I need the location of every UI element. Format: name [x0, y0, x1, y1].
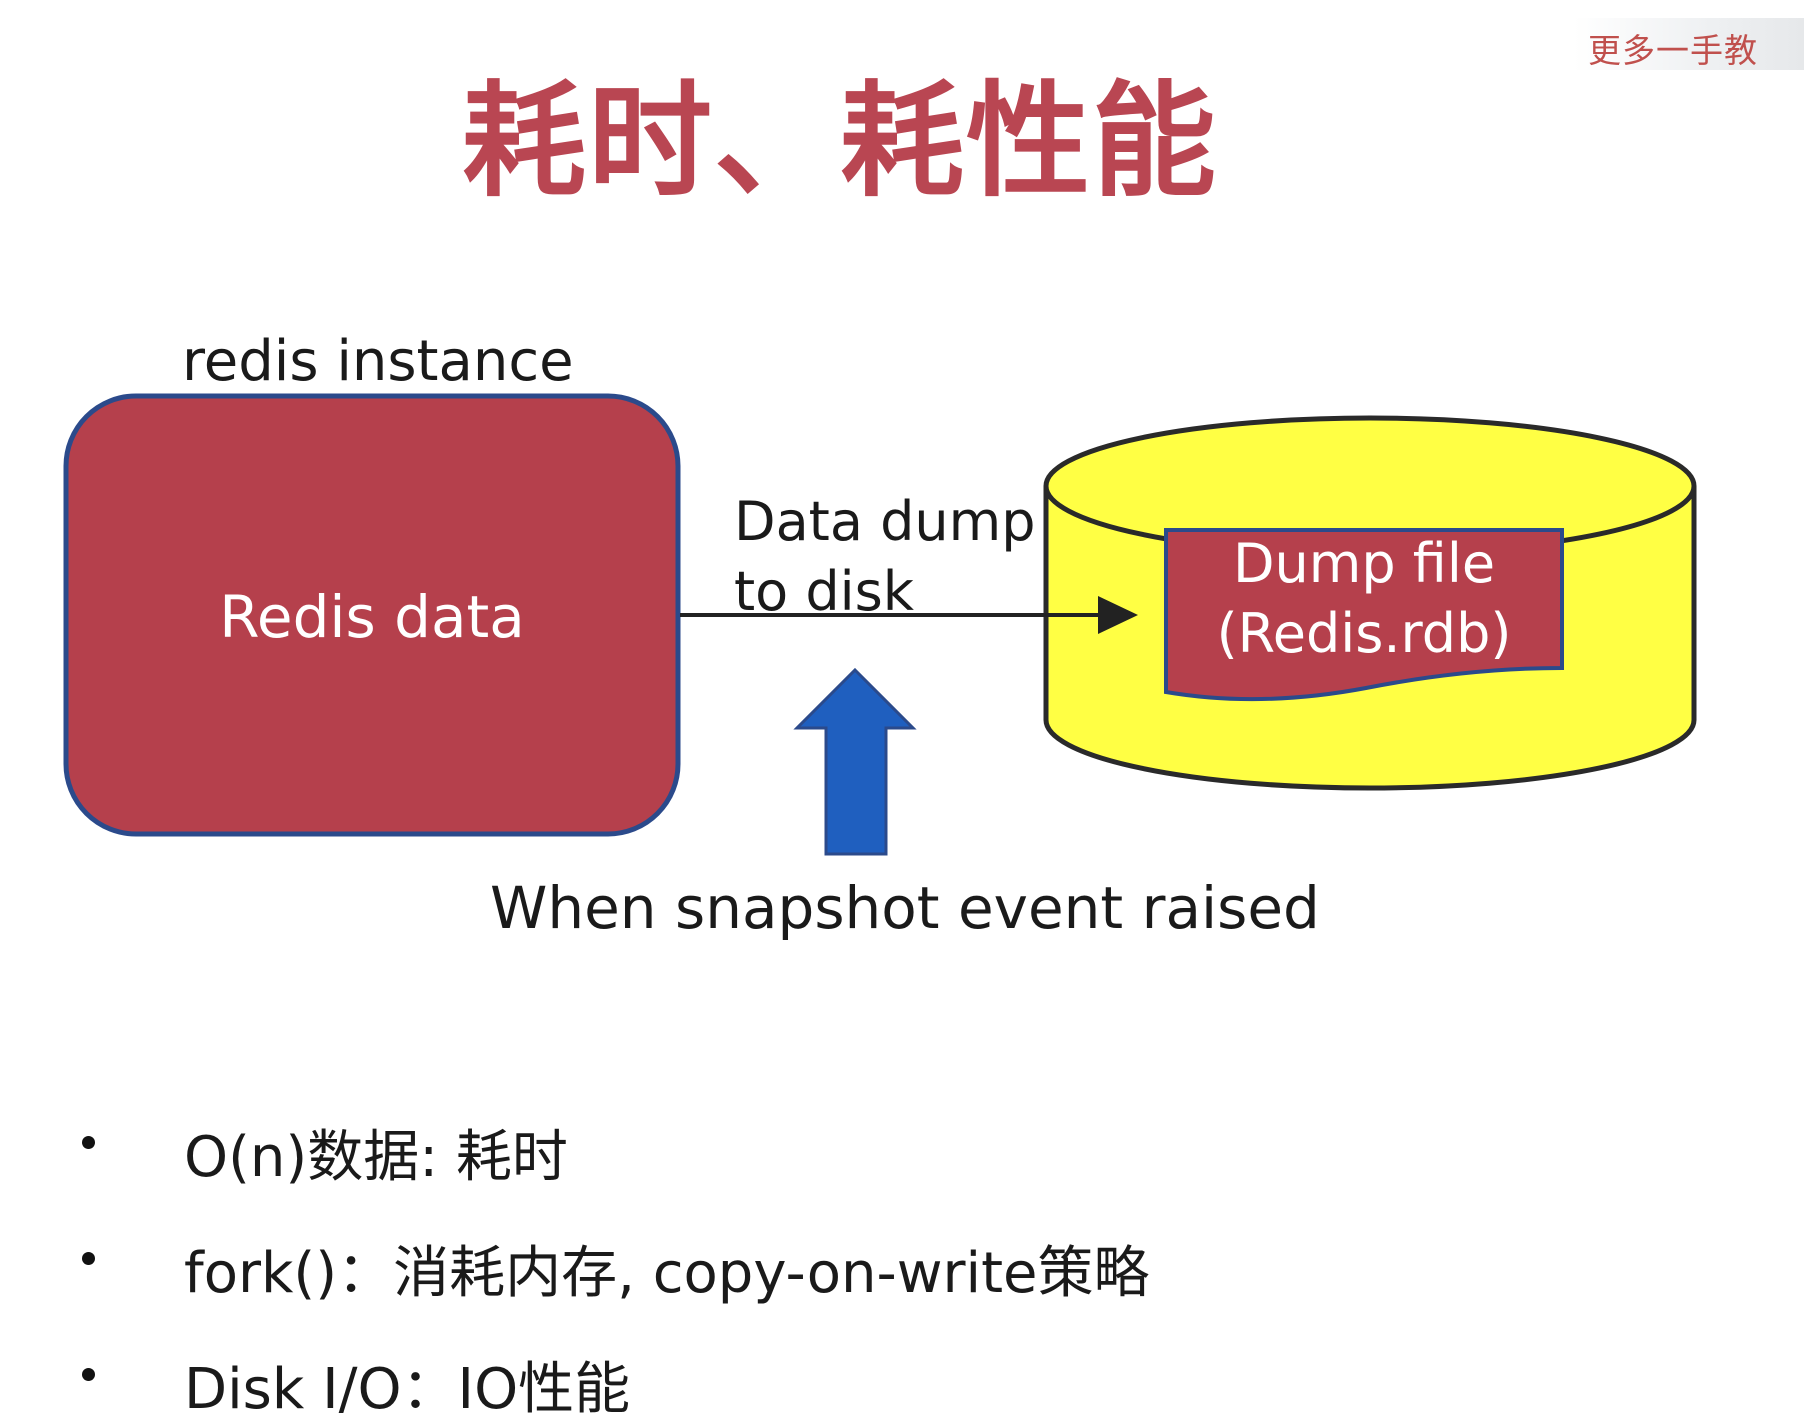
bullet-item: Disk I/O：IO性能: [0, 1334, 1300, 1422]
rdb-diagram: redis instance Redis data Dump file (Red…: [63, 329, 1697, 942]
redis-data-label: Redis data: [219, 583, 525, 651]
snapshot-trigger-arrow: [793, 667, 917, 856]
bullet-dot: [82, 1136, 95, 1149]
bullet-item: fork()：消耗内存, copy-on-write策略: [0, 1218, 1300, 1306]
dump-arrowhead: [1098, 596, 1138, 634]
bullet-text: fork()：消耗内存, copy-on-write策略: [184, 1241, 1150, 1306]
watermark-text: 更多一手教: [1588, 31, 1758, 70]
slide-title: 耗时、耗性能: [462, 70, 1219, 214]
bullet-dot: [82, 1252, 95, 1265]
dump-file-document: [1164, 528, 1564, 702]
dump-file-label-line2: (Redis.rdb): [1217, 602, 1512, 665]
dump-file-label-line1: Dump file: [1233, 532, 1495, 595]
bullet-text: O(n)数据: 耗时: [184, 1125, 568, 1190]
arrow-label-line2: to disk: [734, 560, 915, 623]
redis-data-box: [63, 393, 681, 837]
arrow-label-line1: Data dump: [734, 490, 1035, 553]
bullet-dot: [82, 1368, 95, 1381]
snapshot-event-label: When snapshot event raised: [490, 874, 1320, 942]
bullet-item: O(n)数据: 耗时: [0, 1102, 1300, 1190]
watermark: 更多一手教: [1574, 18, 1804, 70]
instance-label: redis instance: [182, 329, 574, 394]
bullet-text: Disk I/O：IO性能: [184, 1357, 631, 1422]
